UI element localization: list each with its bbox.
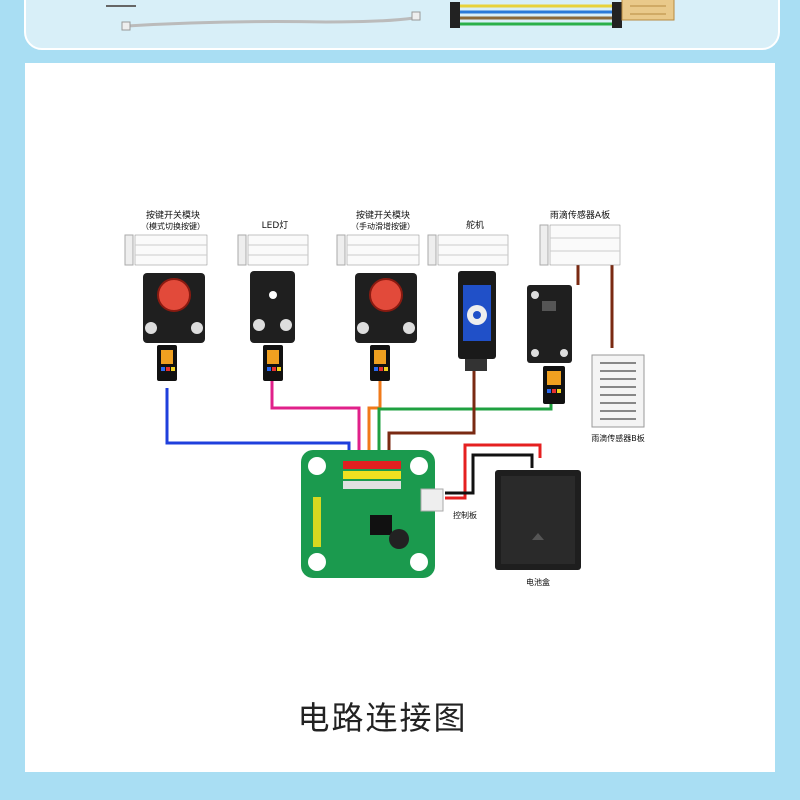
rain-a-board — [527, 285, 572, 363]
button2-subtitle: （手动滑增按键） — [351, 221, 415, 231]
battery-box: 电池盒 — [495, 470, 581, 587]
wire-red-battery — [445, 443, 542, 500]
button2-red-button — [369, 278, 403, 312]
button1-side-label-left — [124, 234, 134, 266]
led-pin-table — [247, 234, 309, 266]
button2-title: 按键开关模块 — [356, 209, 410, 221]
wire-black-battery — [445, 453, 534, 495]
top-accessory-panel — [24, 0, 780, 50]
button-module-2: 按键开关模块 （手动滑增按键） — [336, 209, 420, 381]
led-board — [250, 271, 295, 343]
controller-power-socket — [420, 488, 444, 512]
controller-header-pins — [343, 461, 401, 489]
rain-sensor-b: 雨滴传感器B板 — [591, 354, 645, 443]
button-module-1: 按键开关模块 （模式切换按键） — [124, 209, 208, 381]
button2-pin-table — [346, 234, 420, 266]
circuit-diagram: 按键开关模块 （模式切换按键） LED灯 — [124, 209, 645, 587]
button1-red-button — [157, 278, 191, 312]
button1-subtitle: （模式切换按键） — [141, 221, 205, 231]
rain-b-title: 雨滴传感器B板 — [591, 433, 645, 443]
rain-a-title: 雨滴传感器A板 — [550, 209, 610, 221]
wire-brown-rain — [576, 259, 614, 348]
led-title: LED灯 — [262, 220, 289, 231]
diagram-caption: 电路连接图 — [297, 699, 468, 737]
controller-chip — [370, 515, 392, 535]
controller-board: 控制板 — [301, 450, 477, 578]
rain-b-board — [591, 354, 645, 428]
diagram-panel: 按键开关模块 （模式切换按键） LED灯 — [25, 63, 775, 772]
accessory-cables-strip — [106, 0, 675, 31]
rain-a-pin-table — [549, 224, 621, 266]
battery-title: 电池盒 — [526, 577, 550, 587]
button1-title: 按键开关模块 — [146, 209, 200, 221]
wire-brown — [387, 368, 476, 463]
servo-module: 舵机 — [427, 219, 509, 371]
controller-title: 控制板 — [453, 510, 477, 520]
rain-sensor-a: 雨滴传感器A板 — [527, 209, 621, 404]
servo-title: 舵机 — [466, 219, 484, 231]
wire-orange — [367, 381, 382, 463]
button1-pin-table — [134, 234, 208, 266]
wire-pink — [270, 381, 361, 463]
led-module: LED灯 — [237, 220, 309, 381]
servo-pin-table — [437, 234, 509, 266]
controller-capacitor — [389, 529, 409, 549]
